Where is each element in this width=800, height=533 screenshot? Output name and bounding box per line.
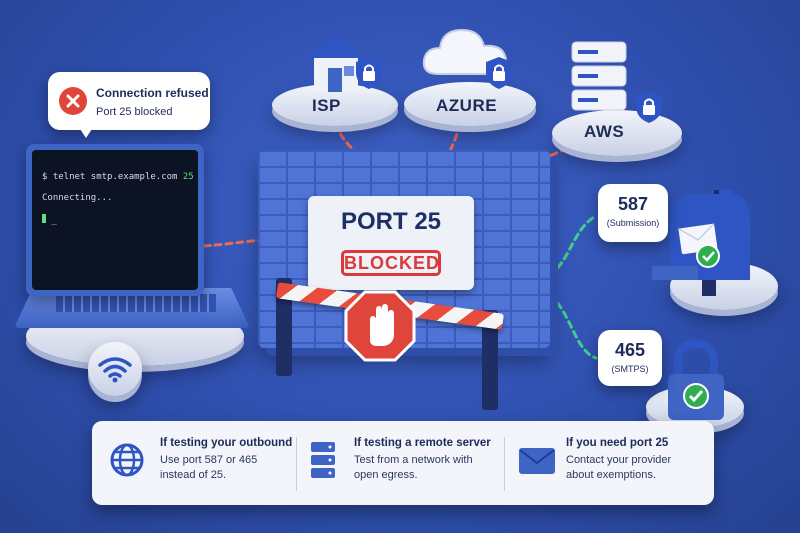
tip-outbound-line2: instead of 25. xyxy=(160,469,227,481)
provider-label-azure: AZURE xyxy=(436,96,498,115)
barrier-post-right xyxy=(482,310,498,410)
house-icon xyxy=(306,34,366,92)
globe-icon xyxy=(110,443,144,477)
tip-need-port: If you need port 25 Contact your provide… xyxy=(566,437,671,483)
terminal-prompt: $ xyxy=(42,172,48,182)
provider-label-isp: ISP xyxy=(312,96,341,115)
port-587-bubble: 587 (Submission) xyxy=(598,184,668,242)
provider-label-aws: AWS xyxy=(584,122,625,141)
port-465-number: 465 xyxy=(614,340,646,360)
tip-need-port-title: If you need port 25 xyxy=(566,437,669,449)
tip-need-port-line2: about exemptions. xyxy=(566,469,656,481)
stop-hand-icon xyxy=(344,290,416,362)
tip-outbound: If testing your outbound Use port 587 or… xyxy=(160,437,292,483)
blocked-label: BLOCKED xyxy=(341,250,441,276)
error-bubble: Connection refused Port 25 blocked xyxy=(48,72,210,138)
terminal-command: telnet smtp.example.com xyxy=(52,172,178,182)
error-subtitle: Port 25 blocked xyxy=(96,106,173,118)
port-465-bubble: 465 (SMTPS) xyxy=(598,330,662,386)
tip-outbound-title: If testing your outbound xyxy=(160,437,293,449)
wifi-pedestal xyxy=(88,342,142,396)
server-icon xyxy=(571,41,627,111)
error-title: Connection refused xyxy=(96,86,209,100)
tip-remote: If testing a remote server Test from a n… xyxy=(354,437,491,483)
laptop-keyboard xyxy=(56,294,216,312)
tips-panel: If testing your outbound Use port 587 or… xyxy=(92,421,714,505)
port-465-label: (SMTPS) xyxy=(611,364,649,374)
line-isp-wall xyxy=(334,122,374,170)
barrier-post-left xyxy=(276,278,292,376)
bubble-tail xyxy=(78,126,94,138)
laptop-screen: $ telnet smtp.example.com 25 Connecting.… xyxy=(26,144,204,296)
terminal-port: 25 xyxy=(182,172,194,182)
envelope-icon xyxy=(519,448,555,474)
tip-remote-line1: Test from a network with xyxy=(354,454,473,466)
port-587-label: (Submission) xyxy=(606,218,660,228)
line-laptop-wall xyxy=(202,238,264,248)
terminal-command-line: $ telnet smtp.example.com 25 xyxy=(42,172,194,182)
port-587-number: 587 xyxy=(617,194,649,214)
terminal-status: Connecting... xyxy=(42,193,113,203)
aws-pedestal xyxy=(552,110,682,156)
terminal-cursor: _ xyxy=(42,214,188,226)
mailbox-icon xyxy=(652,190,750,296)
error-x-icon xyxy=(59,87,87,115)
azure-pedestal xyxy=(404,82,536,126)
azure-lock-shield-icon xyxy=(486,57,512,89)
port-sign-title: PORT 25 xyxy=(340,208,442,235)
tip-remote-title: If testing a remote server xyxy=(354,437,491,449)
isp-lock-shield-icon xyxy=(356,57,382,89)
terminal-window: $ telnet smtp.example.com 25 Connecting.… xyxy=(32,150,198,290)
server-small-icon xyxy=(311,442,335,478)
tip-need-port-line1: Contact your provider xyxy=(566,454,672,466)
line-wall-587 xyxy=(538,214,598,282)
tips-divider xyxy=(296,437,297,491)
tip-remote-line2: open egress. xyxy=(354,469,418,481)
port-sign: PORT 25 BLOCKED xyxy=(308,196,474,290)
padlock-icon xyxy=(668,340,724,420)
wifi-icon xyxy=(98,357,132,383)
tip-outbound-line1: Use port 587 or 465 xyxy=(160,454,258,466)
tips-divider xyxy=(504,437,505,491)
aws-lock-shield-icon xyxy=(636,91,662,123)
